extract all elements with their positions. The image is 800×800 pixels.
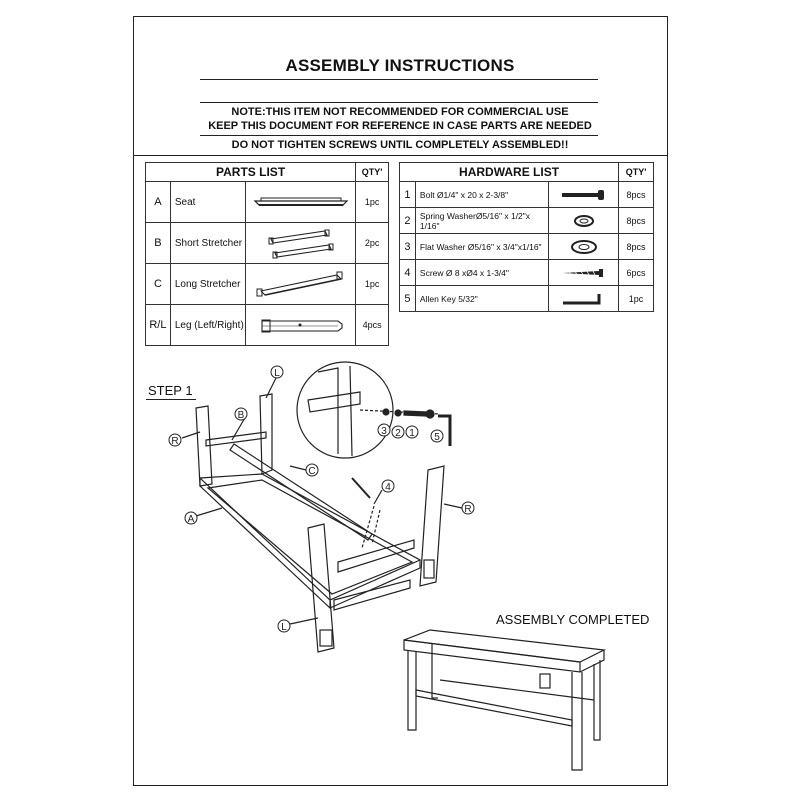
table-row: 5 Allen Key 5/32" 1pc [399,285,654,312]
svg-text:4: 4 [385,482,391,493]
hardware-name: Allen Key 5/32" [414,285,550,312]
callout-4: 4 [381,479,395,493]
svg-text:A: A [188,514,195,525]
svg-text:C: C [308,466,315,477]
parts-list-table: PARTS LIST QTY' A Seat 1pc B Short Stret… [144,162,389,346]
table-row: 1 Bolt Ø1/4" x 20 x 2-3/8" 8pcs [399,181,654,208]
hardware-name: Bolt Ø1/4" x 20 x 2-3/8" [414,181,550,208]
note-rule-top [200,102,598,103]
leg-icon [245,304,357,346]
leg-back-left [195,405,213,487]
callout-a: A [184,511,198,525]
short-stretcher-icon [245,222,357,264]
hardware-qty: 8pcs [618,181,654,208]
table-row: B Short Stretcher 2pc [145,222,389,264]
note-rule-mid [200,135,598,136]
spring-washer-icon [548,207,620,234]
leg-front-right [419,465,445,587]
completed-bench [403,629,607,771]
svg-text:3: 3 [381,426,387,437]
callout-l-front: L [277,619,291,633]
callout-c: C [305,463,319,477]
svg-text:B: B [238,410,245,421]
instruction-sheet [133,16,668,786]
part-id: A [145,181,171,223]
step-label: STEP 1 [148,383,193,398]
part-qty: 4pcs [355,304,389,346]
short-stretcher-back [205,431,267,447]
part-qty: 2pc [355,222,389,264]
leg-front-left [307,523,335,653]
detail-circle [296,361,394,459]
note-do-not-tighten: DO NOT TIGHTEN SCREWS UNTIL COMPLETELY A… [231,139,569,151]
short-stretcher-front [333,539,415,611]
part-id: B [145,222,171,264]
part-name: Leg (Left/Right) [169,304,247,346]
part-id: R/L [145,304,171,346]
svg-text:1: 1 [409,428,415,439]
svg-text:5: 5 [434,432,440,443]
table-row: C Long Stretcher 1pc [145,263,389,305]
spring-washer-icon [394,409,402,417]
svg-text:2: 2 [395,428,401,439]
long-stretcher-icon [245,263,357,305]
note-commercial: NOTE:THIS ITEM NOT RECOMMENDED FOR COMME… [231,106,569,118]
callout-5: 5 [430,429,444,443]
svg-text:R: R [171,436,178,447]
allen-key-icon [548,285,620,312]
hardware-list-table: HARDWARE LIST QTY' 1 Bolt Ø1/4" x 20 x 2… [398,162,654,312]
svg-text:L: L [274,368,280,379]
callout-2: 2 [391,425,405,439]
callout-1: 1 [405,425,419,439]
callout-r-front: R [461,501,475,515]
note-rule-bottom [133,155,668,156]
hardware-qty: 1pc [618,285,654,312]
step-underline [146,399,196,400]
part-qty: 1pc [355,263,389,305]
table-row: 2 Spring WasherØ5/16" x 1/2"x 1/16" 8pcs [399,207,654,234]
hardware-qty: 6pcs [618,259,654,286]
callout-3: 3 [377,423,391,437]
table-row: R/L Leg (Left/Right) 4pcs [145,304,389,346]
page-title: ASSEMBLY INSTRUCTIONS [285,56,515,75]
bolt-icon [403,410,427,417]
callout-b: B [234,407,248,421]
hardware-name: Flat Washer Ø5/16" x 3/4"x1/16" [414,233,550,260]
long-stretcher [229,443,373,541]
svg-text:R: R [464,504,471,515]
flat-washer-icon [382,408,390,416]
allen-key-icon [438,414,452,446]
title-rule [200,79,598,80]
callout-l-back: L [270,365,284,379]
assembly-completed-label: ASSEMBLY COMPLETED [496,612,650,627]
callout-r-back: R [168,433,182,447]
note-keep-document: KEEP THIS DOCUMENT FOR REFERENCE IN CASE… [208,120,592,132]
svg-text:L: L [281,622,287,633]
part-name: Seat [169,181,247,223]
